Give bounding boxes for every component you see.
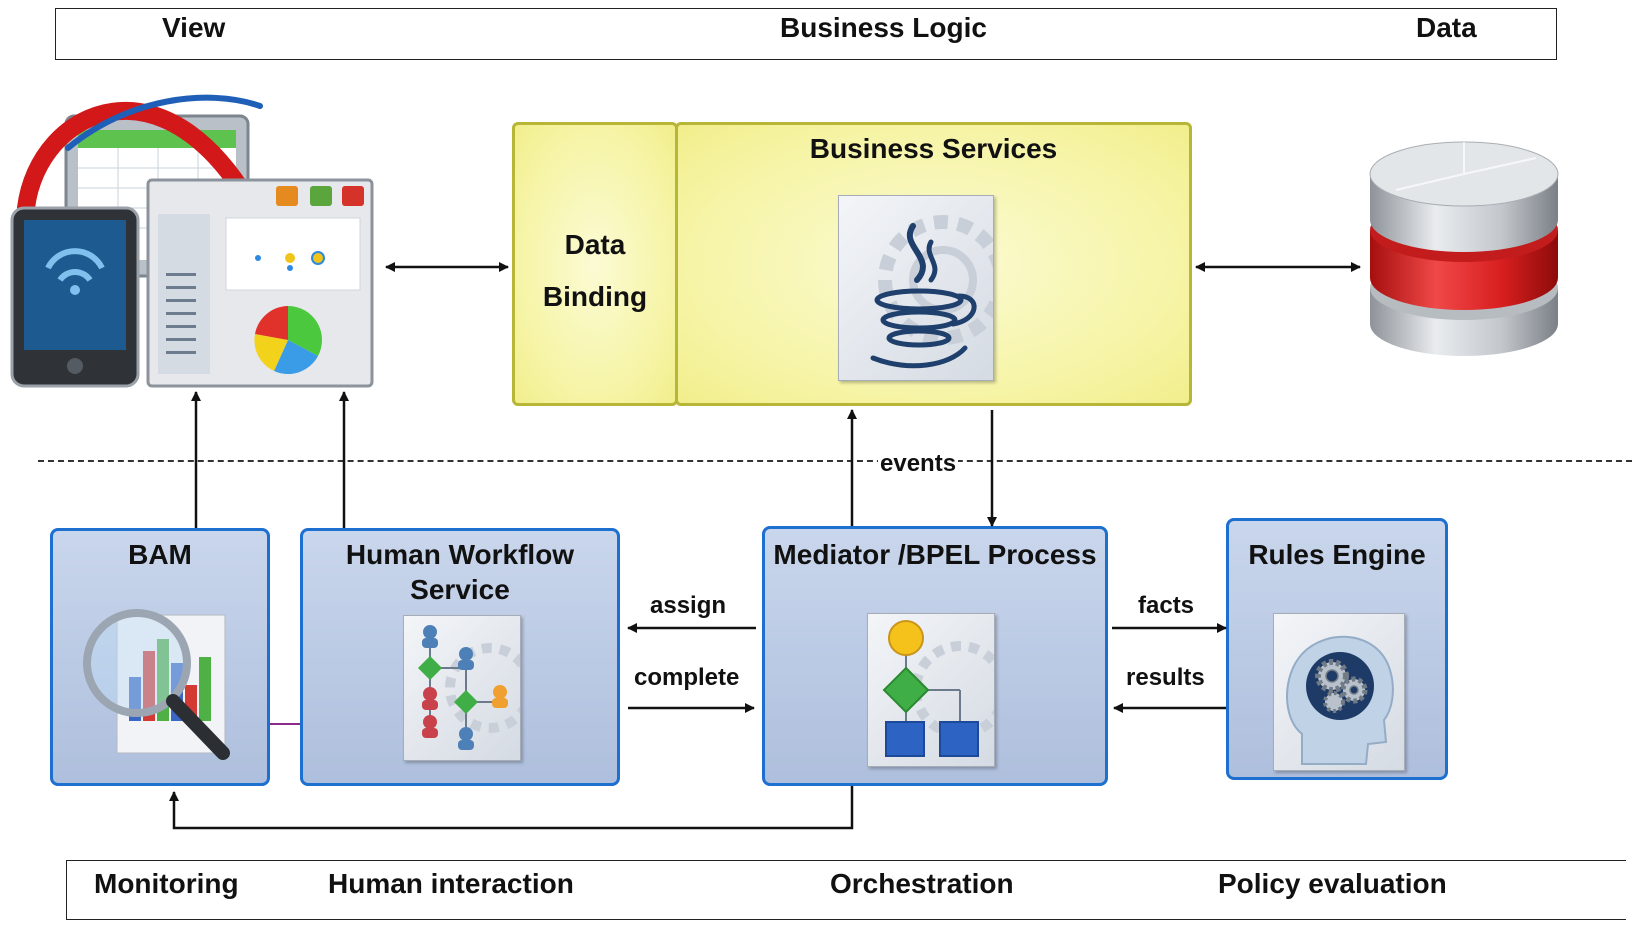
monitoring-label: Monitoring [94, 868, 239, 899]
events-label: events [878, 450, 959, 478]
devices-icon [8, 68, 383, 398]
layer-footer [66, 860, 1626, 920]
human-workflow-box: Human Workflow Service [300, 528, 620, 786]
brain-gears-icon [1273, 613, 1405, 771]
layer-divider [38, 460, 1632, 462]
layer-view-label: View [162, 12, 226, 43]
mediator-label: Mediator /BPEL Process [773, 539, 1097, 570]
data-binding-box: Data Binding [512, 122, 678, 406]
workflow-icon [403, 615, 535, 761]
database-icon [1366, 128, 1562, 364]
complete-label: complete [634, 664, 740, 691]
bam-label: BAM [128, 539, 192, 570]
layer-header [55, 8, 1557, 60]
process-bam-arrow [169, 786, 854, 830]
business-services-box: Business Services [675, 122, 1192, 406]
assign-label: assign [650, 592, 727, 619]
mediator-box: Mediator /BPEL Process [762, 526, 1108, 786]
results-label: results [1126, 664, 1205, 691]
policy-evaluation-label: Policy evaluation [1218, 868, 1447, 899]
human-interaction-label: Human interaction [328, 868, 574, 899]
facts-label: facts [1138, 592, 1195, 619]
layer-data-label: Data [1416, 12, 1477, 43]
chart-magnifier-icon [77, 605, 247, 767]
orchestration-label: Orchestration [830, 868, 1014, 899]
rules-engine-label: Rules Engine [1248, 539, 1426, 570]
rules-engine-box: Rules Engine [1226, 518, 1448, 780]
layer-business-logic-label: Business Logic [780, 12, 987, 43]
data-binding-label: Data Binding [542, 229, 648, 312]
human-workflow-label: Human Workflow Service [345, 539, 575, 605]
business-services-label: Business Services [809, 133, 1058, 164]
bam-box: BAM [50, 528, 270, 786]
